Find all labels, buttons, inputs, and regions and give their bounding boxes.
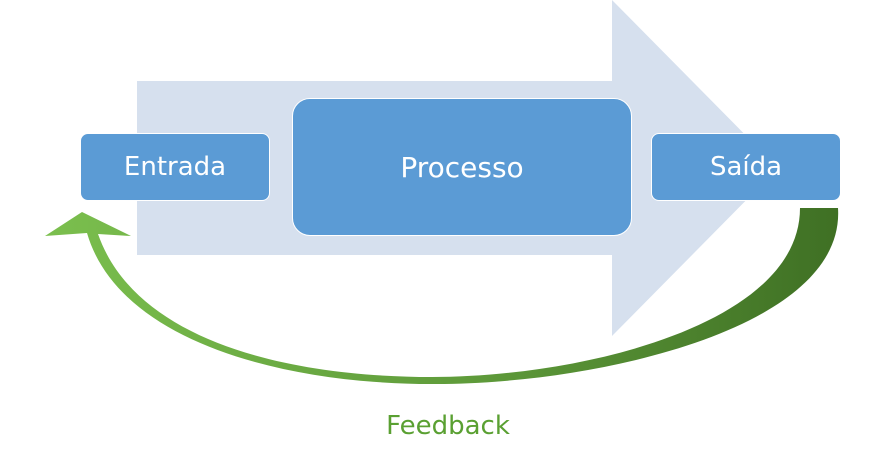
feedback-label: Feedback bbox=[386, 411, 510, 441]
input-step-label: Entrada bbox=[123, 152, 227, 182]
process-step-box: Processo bbox=[292, 98, 632, 236]
process-step-label: Processo bbox=[400, 150, 524, 184]
input-step-box: Entrada bbox=[80, 133, 270, 201]
output-step-box: Saída bbox=[651, 133, 841, 201]
output-step-label: Saída bbox=[709, 152, 783, 182]
